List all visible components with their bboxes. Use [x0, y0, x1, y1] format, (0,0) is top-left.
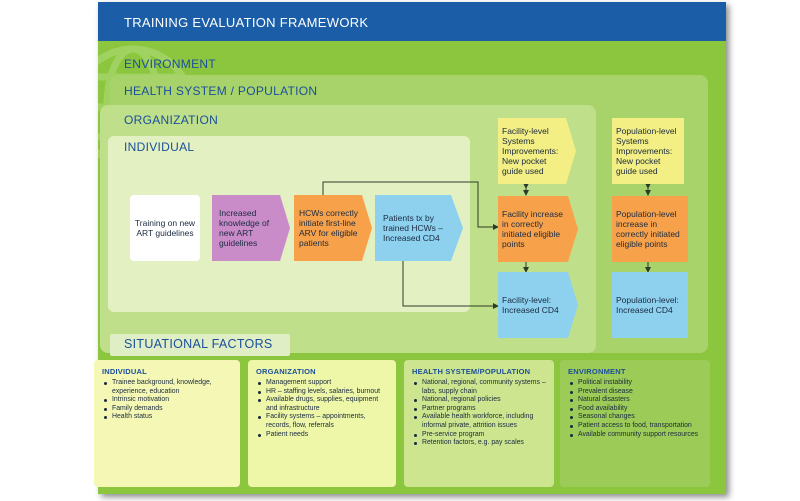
factor-card-organization: ORGANIZATION Management support HR – sta…: [248, 360, 396, 487]
factor-card-heading: INDIVIDUAL: [102, 367, 147, 376]
factor-item: Retention factors, e.g. pay scales: [414, 439, 548, 448]
population-increase-box: Population-level increase in correctly i…: [612, 196, 688, 262]
hcw-initiate-text: HCWs correctly initiate first-line ARV f…: [299, 208, 359, 248]
factor-card-environment: ENVIRONMENT Political instability Preval…: [560, 360, 710, 487]
factor-item: Prevalent disease: [570, 388, 704, 397]
factor-card-individual: INDIVIDUAL Trainee background, knowledge…: [94, 360, 240, 487]
factor-item: HR – staffing levels, salaries, burnout: [258, 388, 390, 397]
factor-item: Seasonal changes: [570, 413, 704, 422]
factor-card-heading: ORGANIZATION: [256, 367, 316, 376]
factor-item: National, regional policies: [414, 396, 548, 405]
page-title: TRAINING EVALUATION FRAMEWORK: [124, 15, 369, 30]
population-cd4-text: Population-level: Increased CD4: [616, 295, 679, 315]
population-increase-text: Population-level increase in correctly i…: [616, 209, 680, 249]
factor-item: Patient access to food, transportation: [570, 422, 704, 431]
factor-item: Patient needs: [258, 431, 390, 440]
factor-card-heading: HEALTH SYSTEM/POPULATION: [412, 367, 531, 376]
factor-item: Intrinsic motivation: [104, 396, 234, 405]
knowledge-arrow: Increased knowledge of new ART guideline…: [212, 195, 290, 261]
hcw-initiate-arrow: HCWs correctly initiate first-line ARV f…: [294, 195, 372, 261]
factor-card-health-system: HEALTH SYSTEM/POPULATION National, regio…: [404, 360, 554, 487]
situational-factors-label: SITUATIONAL FACTORS: [124, 337, 273, 351]
facility-increase-arrow: Facility increase in correctly initiated…: [498, 196, 578, 262]
factor-item: Family demands: [104, 405, 234, 414]
facility-systems-arrow: Facility-level Systems Improvements: New…: [498, 118, 576, 184]
factor-item: Food availability: [570, 405, 704, 414]
facility-increase-text: Facility increase in correctly initiated…: [502, 209, 563, 249]
factor-item: Political instability: [570, 379, 704, 388]
facility-cd4-text: Facility-level: Increased CD4: [502, 295, 559, 315]
training-box: Training on new ART guidelines: [130, 195, 200, 261]
patients-cd4-arrow: Patients tx by trained HCWs – Increased …: [375, 195, 463, 261]
factor-item: Partner programs: [414, 405, 548, 414]
population-cd4-box: Population-level: Increased CD4: [612, 272, 688, 338]
health-system-level-label: HEALTH SYSTEM / POPULATION: [124, 84, 318, 98]
factor-item: Pre-service program: [414, 431, 548, 440]
population-systems-box: Population-level Systems Improvements: N…: [612, 118, 684, 184]
factor-item: Available health workforce, including in…: [414, 413, 548, 430]
facility-cd4-arrow: Facility-level: Increased CD4: [498, 272, 578, 338]
factor-card-heading: ENVIRONMENT: [568, 367, 626, 376]
factor-item: Natural disasters: [570, 396, 704, 405]
title-bar: TRAINING EVALUATION FRAMEWORK: [98, 2, 726, 41]
factor-item: Available community support resources: [570, 431, 704, 440]
facility-systems-text: Facility-level Systems Improvements: New…: [502, 126, 559, 176]
knowledge-text: Increased knowledge of new ART guideline…: [219, 208, 270, 248]
factor-item: Health status: [104, 413, 234, 422]
factor-item: National, regional, community systems – …: [414, 379, 548, 396]
situational-factors-header: [110, 334, 290, 356]
organization-level-label: ORGANIZATION: [124, 113, 219, 127]
factor-item: Facility systems – appointments, records…: [258, 413, 390, 430]
individual-level-label: INDIVIDUAL: [124, 140, 195, 154]
patients-cd4-text: Patients tx by trained HCWs – Increased …: [383, 213, 443, 243]
factor-item: Trainee background, knowledge, experienc…: [104, 379, 234, 396]
environment-level-label: ENVIRONMENT: [124, 57, 216, 71]
factor-item: Management support: [258, 379, 390, 388]
training-text: Training on new ART guidelines: [134, 218, 196, 238]
population-systems-text: Population-level Systems Improvements: N…: [616, 126, 677, 176]
factor-item: Available drugs, supplies, equipment and…: [258, 396, 390, 413]
